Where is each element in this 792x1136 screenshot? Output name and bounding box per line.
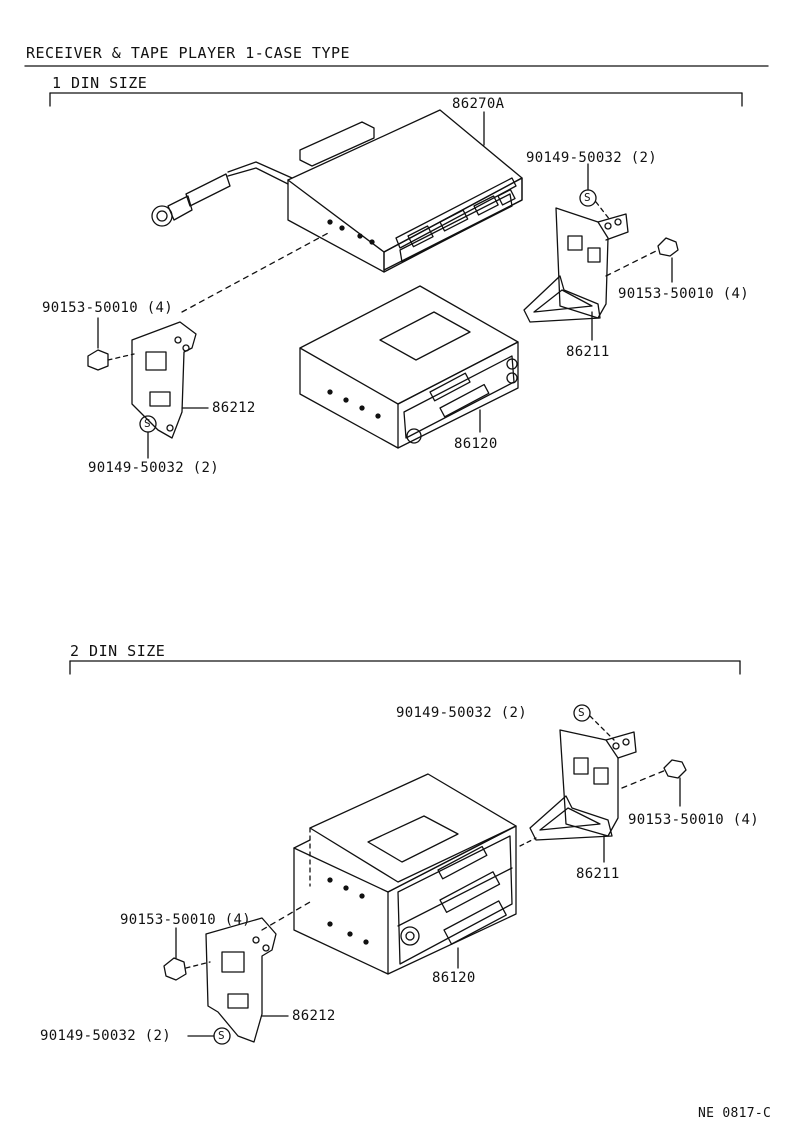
dashed-line-s2 — [590, 716, 614, 740]
din2-group-bracket — [70, 661, 740, 674]
part-label-bolt-l2: 90153-50010 (4) — [120, 912, 251, 928]
part-label-86211-din1: 86211 — [566, 344, 610, 360]
bracket-86212-din1 — [132, 322, 196, 438]
bolt-right-din2 — [664, 760, 686, 778]
part-label-bolt-r1: 90153-50010 (4) — [618, 286, 749, 302]
screw-s-letter-r2: S — [578, 706, 585, 719]
bolt-left-din1 — [88, 350, 134, 370]
screw-s-letter-r1: S — [584, 191, 591, 204]
footer-code: NE 0817-C — [698, 1106, 772, 1121]
din2-section-label: 2 DIN SIZE — [70, 642, 166, 660]
screw-s-letter-l2: S — [218, 1029, 225, 1042]
dashed-line-r1 — [596, 202, 610, 220]
bracket-86212-din2 — [206, 918, 276, 1042]
screw-s-symbol-r1 — [580, 190, 596, 206]
bracket-86211-din2 — [530, 730, 636, 840]
part-label-86120-din1: 86120 — [454, 436, 498, 452]
part-label-screw-r2: 90149-50032 (2) — [396, 705, 527, 721]
receiver-86270a — [152, 110, 522, 272]
dashed-line-r2 — [520, 838, 536, 846]
radio-86120-din2 — [294, 774, 516, 974]
part-label-86212-din2: 86212 — [292, 1008, 336, 1024]
part-label-screw-l2: 90149-50032 (2) — [40, 1028, 171, 1044]
part-label-bolt-l1: 90153-50010 (4) — [42, 300, 173, 316]
part-label-86270a: 86270A — [452, 96, 505, 112]
part-label-screw-l1: 90149-50032 (2) — [88, 460, 219, 476]
dashed-line-l1 — [182, 232, 330, 312]
page-title: RECEIVER & TAPE PLAYER 1-CASE TYPE — [26, 44, 351, 62]
screw-s-symbol-r2 — [574, 705, 590, 721]
din1-group-bracket — [50, 93, 742, 106]
tape-player-86120 — [300, 286, 518, 448]
part-label-86211-din2: 86211 — [576, 866, 620, 882]
screw-s-letter-l1: S — [144, 417, 151, 430]
bolt-right-din1 — [606, 238, 678, 276]
part-label-bolt-r2: 90153-50010 (4) — [628, 812, 759, 828]
part-label-86120-din2: 86120 — [432, 970, 476, 986]
din1-section-label: 1 DIN SIZE — [52, 74, 148, 92]
part-label-86212-din1: 86212 — [212, 400, 256, 416]
bolt-left-din2 — [164, 958, 210, 980]
dashed-line-r2b — [622, 770, 666, 788]
part-label-screw-r1: 90149-50032 (2) — [526, 150, 657, 166]
bracket-86211-din1 — [524, 208, 628, 322]
